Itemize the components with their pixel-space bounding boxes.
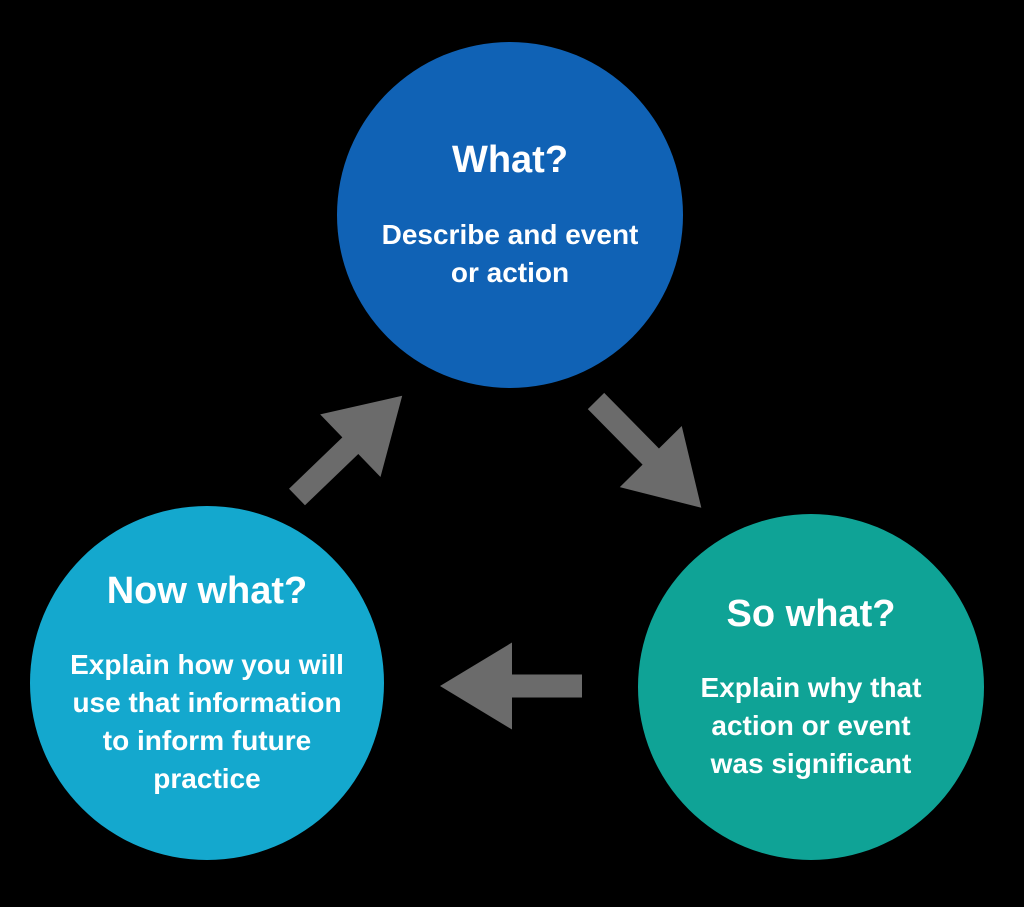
node-now-what-body: Explain how you will use that informatio…: [70, 649, 344, 794]
node-now-what-heading: Now what?: [106, 569, 308, 612]
arrow-what-to-so-what: [587, 392, 702, 508]
node-what-heading: What?: [451, 139, 569, 182]
node-so-what: So what? Explain why that action or even…: [638, 514, 984, 860]
arrow-so-what-to-now-what: [440, 642, 582, 730]
node-now-what: Now what? Explain how you will use that …: [30, 506, 384, 860]
node-what-body: Describe and event or action: [381, 219, 639, 288]
node-what: What? Describe and event or action: [337, 42, 683, 388]
arrow-now-what-to-what: [289, 395, 403, 506]
node-so-what-heading: So what?: [726, 592, 896, 635]
node-so-what-body: Explain why that action or event was sig…: [700, 672, 922, 779]
